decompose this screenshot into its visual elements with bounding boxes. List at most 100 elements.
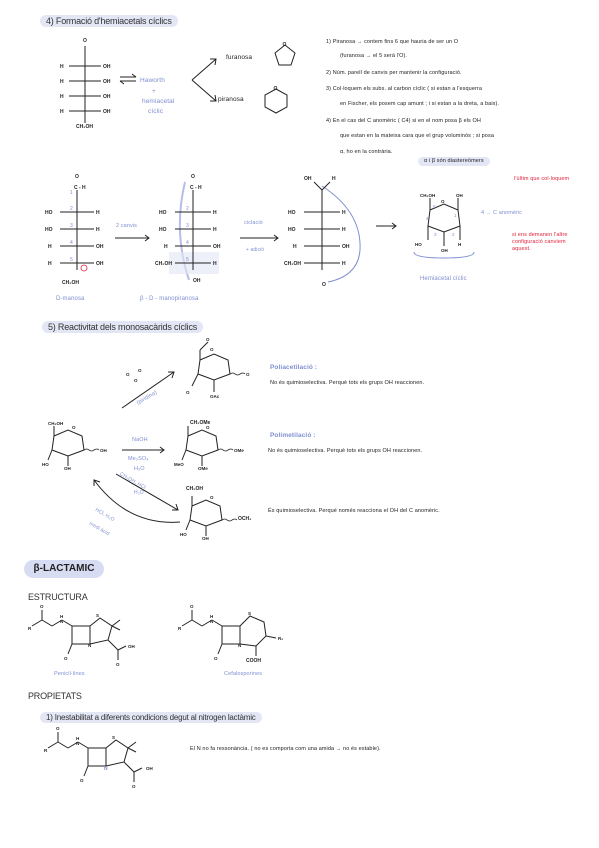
svg-text:CH₂OH: CH₂OH [420, 193, 435, 198]
svg-text:OH: OH [456, 193, 463, 198]
svg-text:O: O [210, 495, 214, 500]
svg-text:R₂: R₂ [278, 636, 283, 641]
svg-text:H: H [213, 227, 217, 233]
svg-text:H: H [213, 261, 217, 267]
rule-3a: 3) Col·loquem els subs. al carbon cíclic… [326, 86, 483, 92]
svg-text:3: 3 [434, 232, 437, 237]
svg-text:2: 2 [186, 206, 189, 212]
red-note-last: l'últim que col·loquem [514, 176, 570, 182]
svg-text:OH: OH [96, 244, 104, 250]
svg-text:C - H: C - H [74, 185, 86, 191]
svg-text:OAc: OAc [210, 394, 220, 399]
arrow-ciclacio-icon [240, 234, 279, 242]
section5-title: 5) Reactivitat dels monosacàrids cíclics [42, 321, 204, 333]
svg-text:H: H [342, 261, 346, 267]
svg-text:N: N [88, 643, 91, 648]
svg-text:H: H [342, 227, 346, 233]
glycoside-och3: OCH₃ [238, 516, 252, 522]
polimethyl-ch2ome: CH₂OMe [190, 420, 211, 426]
naoh-label: NaOH [132, 437, 148, 443]
svg-text:HO: HO [180, 532, 187, 537]
svg-text:OH: OH [100, 448, 107, 453]
svg-text:OMe: OMe [198, 466, 208, 471]
branch-arrows-icon [191, 58, 217, 102]
svg-text:H: H [213, 210, 217, 216]
svg-text:O: O [126, 372, 130, 377]
manopiranosa-label: β - D - manopiranosa [140, 296, 199, 302]
svg-text:O: O [206, 425, 210, 430]
cephalosporin-cooh: COOH [246, 658, 261, 664]
svg-text:O: O [322, 282, 326, 288]
svg-text:O: O [83, 38, 87, 44]
svg-text:O: O [134, 378, 138, 383]
anomeric-label: 4 → C anomèric [481, 210, 523, 216]
svg-text:3: 3 [70, 223, 73, 229]
svg-text:N: N [210, 619, 213, 624]
svg-text:4: 4 [426, 216, 429, 221]
svg-text:OH: OH [304, 176, 312, 182]
svg-text:N: N [238, 643, 241, 648]
svg-text:H: H [76, 736, 79, 741]
svg-text:H: H [60, 109, 64, 115]
svg-text:2: 2 [70, 206, 73, 212]
svg-text:4: 4 [70, 240, 73, 246]
svg-text:HO: HO [159, 210, 167, 216]
svg-text:HO: HO [288, 227, 296, 233]
svg-text:3: 3 [186, 223, 189, 229]
anomers-note: α i β són diastereòmers [418, 157, 490, 166]
svg-text:O: O [186, 390, 190, 395]
blactamic-heading: β-LACTAMIC [24, 560, 104, 578]
svg-text:OH: OH [146, 766, 153, 771]
svg-text:H: H [210, 614, 213, 619]
rule-4c: α, ho en la contrària. [340, 149, 393, 155]
svg-text:O: O [214, 656, 218, 661]
svg-text:HO: HO [415, 242, 422, 247]
svg-text:R: R [44, 748, 48, 753]
svg-text:CH₂OH: CH₂OH [155, 261, 172, 267]
arrow-canvis-icon [115, 234, 150, 242]
svg-text:OH: OH [103, 109, 111, 115]
svg-text:HO: HO [288, 210, 296, 216]
plus-label: + [152, 88, 156, 95]
svg-text:O: O [80, 778, 84, 783]
svg-text:OH: OH [342, 244, 350, 250]
svg-text:H: H [342, 210, 346, 216]
svg-text:O: O [40, 604, 44, 609]
propietats-heading: PROPIETATS [28, 691, 82, 701]
svg-text:5: 5 [186, 257, 189, 263]
svg-text:S: S [248, 611, 251, 616]
svg-text:O: O [116, 662, 120, 667]
svg-text:OH: OH [96, 261, 104, 267]
polimetilacio-text: No és quimioselectiva. Perquè tots els g… [268, 448, 423, 454]
svg-text:O: O [64, 656, 68, 661]
svg-text:O: O [283, 42, 287, 48]
svg-text:1: 1 [454, 213, 457, 218]
svg-text:4: 4 [186, 240, 189, 246]
section4-title: 4) Formació d'hemiacetals cíclics [40, 15, 178, 27]
svg-text:OH: OH [103, 94, 111, 100]
svg-text:HO: HO [45, 210, 53, 216]
ciclacio-label: ciclació [244, 220, 263, 226]
svg-text:O: O [75, 174, 79, 180]
ciclacio-sub-label: + adició [246, 247, 265, 253]
equilibrium-arrow-icon [119, 73, 137, 85]
svg-text:OH: OH [441, 248, 448, 253]
svg-text:O: O [210, 347, 214, 352]
svg-text:O: O [246, 372, 250, 377]
mannose-ch2oh: CH₂OH [62, 280, 79, 286]
prop1-note: El N no fa ressonància. ( no es comporta… [190, 746, 381, 752]
svg-text:H: H [332, 176, 336, 182]
svg-text:N: N [60, 619, 63, 624]
svg-text:HO: HO [42, 462, 49, 467]
cefalosporines-label: Cefalosporines [224, 671, 263, 677]
svg-text:H: H [60, 614, 63, 619]
canvis-label: 2 canvis [116, 223, 137, 229]
